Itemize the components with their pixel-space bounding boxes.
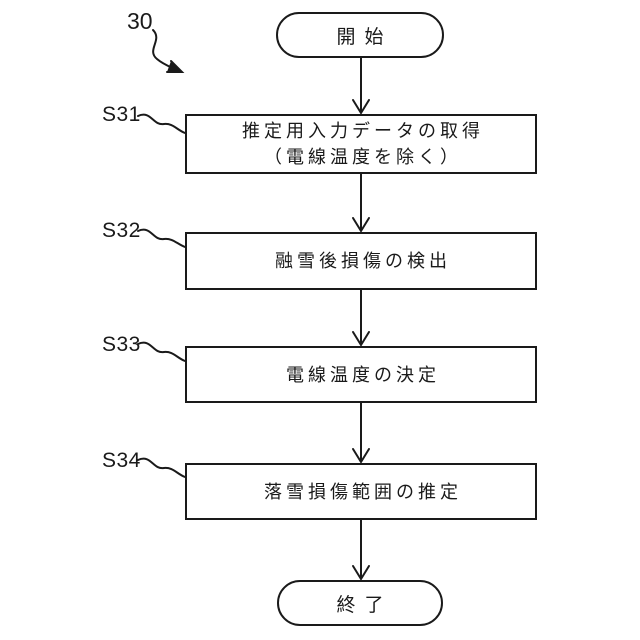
step-label-s32: S32 <box>102 219 141 242</box>
leader-s32 <box>137 228 186 248</box>
arrowhead-end <box>352 565 370 581</box>
process-box-s34: 落雪損傷範囲の推定 <box>185 463 537 520</box>
figure-pointer-squiggle <box>152 29 180 72</box>
leader-s33 <box>137 341 186 362</box>
step-label-s33: S33 <box>102 333 141 356</box>
arrowhead-s31 <box>352 99 370 115</box>
figure-number-label: 30 <box>127 8 153 34</box>
arrowhead-s32 <box>352 217 370 233</box>
start-terminal-label: 開始 <box>336 26 393 48</box>
process-s32-line1: 融雪後損傷の検出 <box>275 251 451 271</box>
process-s34-line1: 落雪損傷範囲の推定 <box>264 481 462 502</box>
end-terminal-label: 終了 <box>336 594 393 616</box>
step-label-s34: S34 <box>102 449 141 472</box>
process-s31-line1: 推定用入力データの取得 <box>242 121 484 141</box>
process-s31-line2: （電線温度を除く） <box>264 147 462 167</box>
start-terminal: 開始 <box>276 12 444 58</box>
leader-s31 <box>137 113 186 134</box>
end-terminal: 終了 <box>277 580 443 626</box>
leader-s34 <box>137 457 186 478</box>
process-box-s32: 融雪後損傷の検出 <box>185 232 537 290</box>
process-s33-line1: 電線温度の決定 <box>286 364 440 385</box>
step-label-s31: S31 <box>102 103 141 126</box>
figure-pointer-arrowhead <box>166 60 185 73</box>
arrowhead-s34 <box>352 448 370 464</box>
arrowhead-s33 <box>352 331 370 347</box>
process-box-s31: 推定用入力データの取得 （電線温度を除く） <box>185 114 537 174</box>
process-box-s33: 電線温度の決定 <box>185 346 537 403</box>
